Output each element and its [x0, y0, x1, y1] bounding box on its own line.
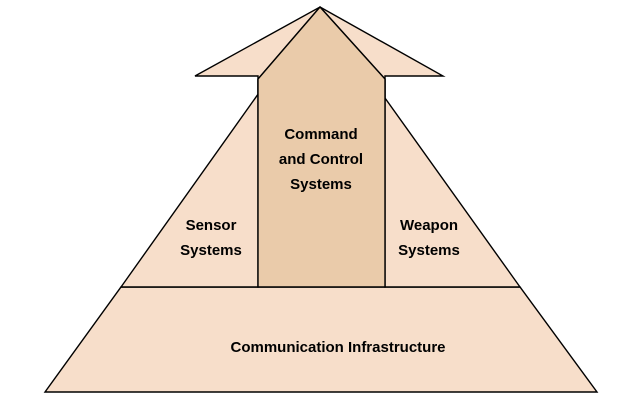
command-control-label-line3: Systems	[290, 176, 352, 193]
sensor-systems-label-line2: Systems	[180, 242, 242, 259]
command-control-label-line1: Command	[284, 126, 357, 143]
weapon-systems-label-line2: Systems	[398, 242, 460, 259]
command-and-control-section	[257, 5, 386, 288]
sensor-systems-label-line1: Sensor	[186, 217, 237, 234]
communication-infrastructure-label: Communication Infrastructure	[230, 339, 445, 356]
command-control-label-line2: and Control	[279, 151, 363, 168]
weapon-systems-label-line1: Weapon	[400, 217, 458, 234]
